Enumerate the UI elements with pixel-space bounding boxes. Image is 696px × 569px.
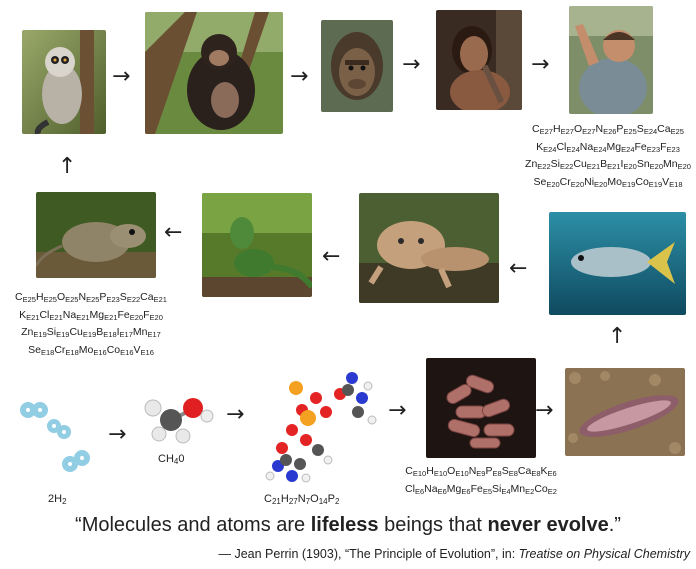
flatworm-photo xyxy=(565,368,685,456)
formula-line: ZnE19SiE19CuE19BE18IE17MnE17 xyxy=(6,325,176,343)
formula-line: CE10HE10OE10NE9PE8SE8CaE8KE6 xyxy=(378,464,584,482)
caveman-photo xyxy=(436,10,522,110)
chimpanzee-photo xyxy=(145,12,283,134)
shrew-photo xyxy=(36,192,156,278)
formula-line: CE25HE25OE25NE25PE23SE22CaE21 xyxy=(6,290,176,308)
arrow-left: ← xyxy=(509,258,527,280)
citation: — Jean Perrin (1903), “The Principle of … xyxy=(219,547,691,561)
arrow-left: ← xyxy=(322,246,340,268)
modern-human-photo xyxy=(569,6,653,114)
arrow-right: → xyxy=(388,400,406,422)
arrow-right: → xyxy=(531,54,549,76)
lemur-photo xyxy=(22,30,106,134)
axolotl-photo xyxy=(359,193,499,303)
arrow-right: → xyxy=(226,404,244,426)
quote: “Molecules and atoms are lifeless beings… xyxy=(0,514,696,537)
hydrogen-label: 2H2 xyxy=(48,493,67,506)
nucleotide-label: C21H27N7O14P2 xyxy=(264,493,339,506)
nucleotide-molecule-image xyxy=(262,368,378,488)
lizard-photo xyxy=(202,193,312,297)
arrow-up: ↑ xyxy=(608,326,626,348)
hydrogen-molecules-image xyxy=(10,394,94,480)
arrow-right: → xyxy=(402,54,420,76)
formula-line: CE27HE27OE27NE26PE25SE24CaE25 xyxy=(520,122,696,140)
arrow-right: → xyxy=(535,400,553,422)
formula-line: SeE18CrE18MoE16CoE16VE16 xyxy=(6,343,176,361)
formula-line: ZnE22SiE22CuE21BE21IE20SnE20MnE20 xyxy=(520,157,696,175)
fish-photo xyxy=(549,212,686,315)
formula-line: KE21ClE21NaE21MgE21FeE20FE20 xyxy=(6,308,176,326)
formula-line: SeE20CrE20NiE20MoE19CoE19VE18 xyxy=(520,175,696,193)
arrow-up: ↑ xyxy=(58,156,76,178)
formula-line: ClE6NaE6MgE6FeE5SiE4MnE2CoE2 xyxy=(378,482,584,500)
arrow-right: → xyxy=(112,66,130,88)
bacteria-photo xyxy=(426,358,536,458)
formula-line: KE24ClE24NaE24MgE24FeE23FE23 xyxy=(520,140,696,158)
methanol-label: CH40 xyxy=(158,453,184,466)
arrow-left: ← xyxy=(164,222,182,244)
arrow-right: → xyxy=(108,424,126,446)
methanol-molecule-image xyxy=(143,392,215,444)
arrow-right: → xyxy=(290,66,308,88)
early-hominid-photo xyxy=(321,20,393,112)
